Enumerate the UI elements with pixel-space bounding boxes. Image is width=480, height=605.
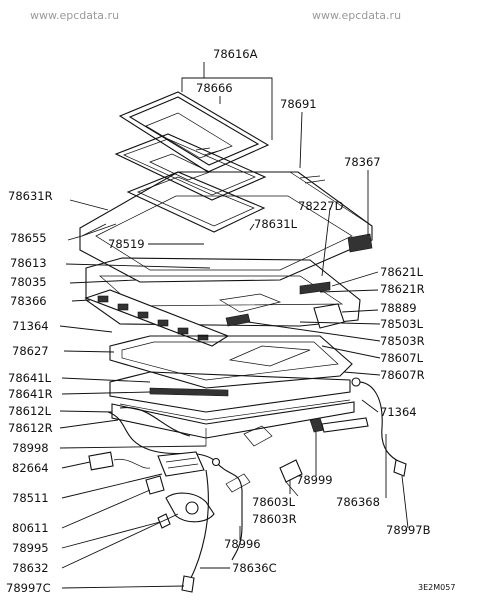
label-78603R[interactable]: 78603R — [252, 512, 297, 526]
lining-cutout — [218, 293, 282, 313]
drain-channel — [111, 401, 355, 439]
label-786368[interactable]: 786368 — [336, 495, 380, 509]
label-78621L[interactable]: 78621L — [380, 265, 424, 279]
hose-fitting-right — [351, 377, 361, 387]
motor-gear — [185, 501, 199, 515]
connector-82664 — [88, 451, 114, 471]
label-78511[interactable]: 78511 — [12, 491, 49, 505]
frame-drain — [228, 345, 311, 367]
watermark-right: www.epcdata.ru — [312, 9, 401, 22]
label-78227D[interactable]: 78227D — [298, 199, 344, 213]
switch-78511 — [157, 451, 205, 477]
label-78666[interactable]: 78666 — [196, 81, 233, 95]
label-78655[interactable]: 78655 — [10, 231, 47, 245]
label-78603L[interactable]: 78603L — [252, 495, 296, 509]
channel-bracket — [243, 425, 273, 447]
label-78999[interactable]: 78999 — [296, 473, 333, 487]
label-78607R[interactable]: 78607R — [380, 368, 425, 382]
label-78995[interactable]: 78995 — [12, 541, 49, 555]
label-78631L[interactable]: 78631L — [254, 217, 298, 231]
glass-frame-outer — [118, 91, 270, 173]
sunroof-glass — [114, 133, 267, 201]
label-78641L[interactable]: 78641L — [8, 371, 52, 385]
diagram-code: 3E2M057 — [418, 583, 455, 592]
label-78997B[interactable]: 78997B — [386, 523, 431, 537]
watermark-left: www.epcdata.ru — [30, 9, 119, 22]
roof-lining — [85, 257, 361, 327]
switch-detail — [165, 457, 199, 469]
sunroof-frame-inner — [121, 341, 339, 381]
label-78366[interactable]: 78366 — [10, 294, 47, 308]
label-78632[interactable]: 78632 — [12, 561, 49, 575]
cable-guide — [321, 417, 369, 433]
label-78996[interactable]: 78996 — [224, 537, 261, 551]
label-78641R[interactable]: 78641R — [8, 387, 53, 401]
label-78035[interactable]: 78035 — [10, 275, 47, 289]
connector-wire — [113, 458, 151, 469]
sunshade-frame — [126, 171, 266, 233]
hose-clip — [225, 473, 251, 493]
sunroof-frame — [109, 335, 353, 389]
label-71364-b[interactable]: 71364 — [380, 405, 417, 419]
part-labels: 78616A 78666 78691 78367 78631R 78227D 7… — [6, 47, 455, 595]
glass-frame-inner — [128, 96, 260, 166]
label-78607L[interactable]: 78607L — [380, 351, 424, 365]
label-78889[interactable]: 78889 — [380, 301, 417, 315]
label-80611[interactable]: 80611 — [12, 521, 49, 535]
label-78636C[interactable]: 78636C — [232, 561, 277, 575]
rail-lower-line — [119, 399, 351, 421]
roof-panel — [79, 171, 373, 283]
drive-cable-lower — [119, 407, 191, 437]
label-78631R[interactable]: 78631R — [8, 189, 53, 203]
drawing-lines — [79, 91, 407, 593]
label-78503R[interactable]: 78503R — [380, 334, 425, 348]
label-78621R[interactable]: 78621R — [380, 282, 425, 296]
bracket-78621 — [299, 281, 331, 295]
hose-end-78997C — [181, 575, 195, 593]
label-78503L[interactable]: 78503L — [380, 317, 424, 331]
label-78519[interactable]: 78519 — [108, 237, 145, 251]
label-71364-a[interactable]: 71364 — [12, 319, 49, 333]
guide-rail-assembly — [109, 371, 351, 413]
label-78691[interactable]: 78691 — [280, 97, 317, 111]
label-78997C[interactable]: 78997C — [6, 581, 51, 595]
label-78367[interactable]: 78367 — [344, 155, 381, 169]
bracket-78889 — [313, 303, 345, 329]
hose-fitting-78996 — [211, 457, 221, 467]
hose-end-78997B — [393, 459, 407, 477]
drain-hose-right — [353, 381, 401, 463]
bracket-78503 — [225, 313, 251, 327]
label-78613[interactable]: 78613 — [10, 256, 47, 270]
drain-hose-78636C — [189, 469, 209, 581]
label-78616A[interactable]: 78616A — [213, 47, 258, 61]
sunshade-frame-inner — [137, 176, 255, 227]
drain-hose-78996 — [215, 461, 243, 561]
label-78612R[interactable]: 78612R — [8, 421, 53, 435]
label-82664[interactable]: 82664 — [12, 461, 49, 475]
label-78612L[interactable]: 78612L — [8, 404, 52, 418]
roof-opening — [95, 195, 353, 271]
deflector-slots — [97, 295, 209, 341]
sunroof-glass-inner — [123, 138, 256, 196]
label-78627[interactable]: 78627 — [12, 344, 49, 358]
bracket-78367 — [347, 233, 373, 253]
label-78998[interactable]: 78998 — [12, 441, 49, 455]
roof-edge-line — [289, 171, 373, 227]
roof-edge-detail — [299, 175, 326, 184]
rail-78641 — [149, 387, 229, 397]
relay-80611 — [145, 475, 165, 495]
glass-frame-window — [145, 112, 233, 159]
bracket-78603 — [279, 459, 303, 483]
bracket-78603-leg — [285, 481, 299, 497]
leader-lines — [59, 62, 409, 589]
